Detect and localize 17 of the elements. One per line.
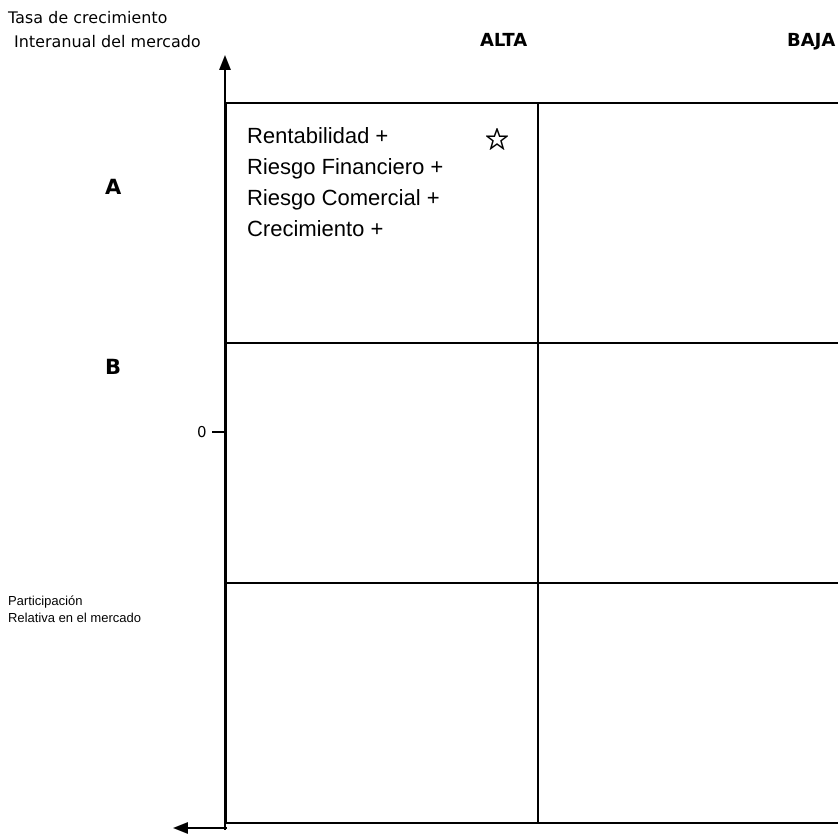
row-header: A bbox=[105, 175, 122, 199]
cell-text: Rentabilidad + bbox=[247, 122, 388, 150]
row-header: B bbox=[105, 355, 122, 379]
cell-text: Crecimiento + bbox=[247, 215, 384, 243]
grid-cell bbox=[537, 102, 838, 342]
grid-cell bbox=[537, 342, 838, 582]
axis-title: Tasa de crecimiento Interanual del mercado bbox=[8, 7, 201, 53]
cell-text: Riesgo Financiero + bbox=[247, 153, 444, 181]
grid-cell bbox=[225, 582, 538, 824]
grid-cell bbox=[537, 582, 838, 824]
cell-text: Riesgo Comercial + bbox=[247, 184, 440, 212]
matrix-cell bbox=[225, 102, 538, 342]
column-header: ALTA bbox=[480, 30, 528, 51]
column-header: BAJA bbox=[787, 30, 836, 51]
axis-value: 0 bbox=[197, 423, 207, 441]
grid-cell bbox=[225, 342, 538, 582]
axis-title: Participación Relativa en el mercado bbox=[8, 592, 141, 626]
